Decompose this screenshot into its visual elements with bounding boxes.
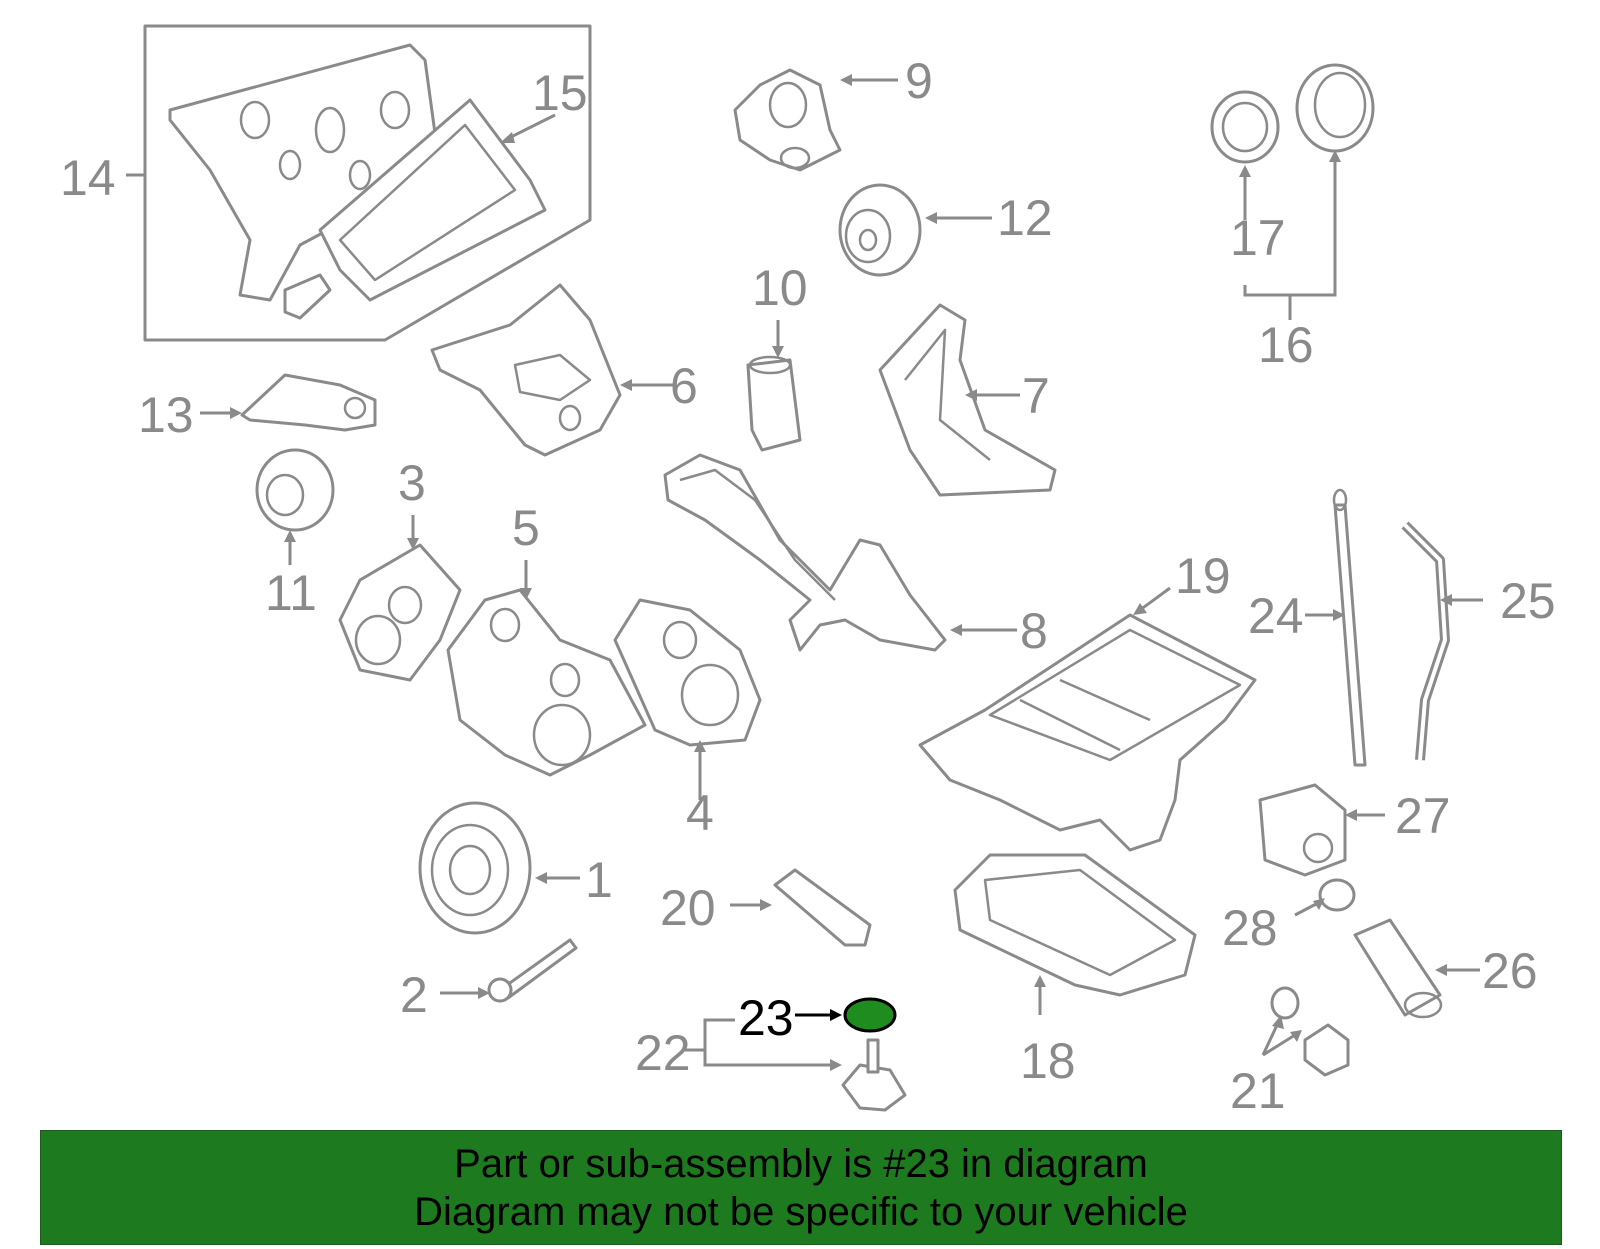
callout-13: 13 bbox=[138, 387, 194, 443]
part-22-drain-plug[interactable] bbox=[841, 1038, 907, 1112]
leader-lines bbox=[126, 74, 1483, 1071]
part-18-oil-pan-lower[interactable] bbox=[953, 853, 1197, 997]
callout-9: 9 bbox=[905, 53, 933, 109]
part-4-front-cover[interactable] bbox=[613, 598, 762, 747]
part-24-dipstick[interactable] bbox=[1332, 488, 1367, 767]
callout-20: 20 bbox=[660, 880, 716, 936]
callout-24: 24 bbox=[1248, 588, 1304, 644]
part-25-dipstick-tube[interactable] bbox=[1401, 521, 1450, 761]
part-23-drain-plug-washer[interactable] bbox=[843, 997, 897, 1033]
part-26-oil-filter[interactable] bbox=[1353, 918, 1443, 1019]
callout-2: 2 bbox=[400, 967, 428, 1023]
callout-3: 3 bbox=[398, 455, 426, 511]
callout-16: 16 bbox=[1258, 317, 1314, 373]
part-5-timing-cover-lower[interactable] bbox=[446, 588, 647, 777]
part-3-cam-sprocket-cover[interactable] bbox=[338, 543, 462, 682]
part-9-engine-mount[interactable] bbox=[733, 68, 842, 172]
callout-22: 22 bbox=[635, 1025, 691, 1081]
callout-4: 4 bbox=[686, 785, 714, 841]
part-10-tensioner[interactable] bbox=[746, 355, 802, 452]
callout-21: 21 bbox=[1230, 1063, 1286, 1119]
banner-line-1: Part or sub-assembly is #23 in diagram bbox=[454, 1141, 1148, 1186]
callout-23: 23 bbox=[738, 990, 794, 1046]
part-16-oil-filler-cap[interactable] bbox=[1295, 63, 1375, 153]
part-1-crankshaft-pulley[interactable] bbox=[418, 801, 532, 935]
callout-10: 10 bbox=[752, 260, 808, 316]
callout-8: 8 bbox=[1020, 603, 1048, 659]
info-banner: Part or sub-assembly is #23 in diagram D… bbox=[40, 1130, 1562, 1245]
callout-25: 25 bbox=[1500, 573, 1556, 629]
part-13-bracket[interactable] bbox=[240, 373, 377, 432]
callout-11: 11 bbox=[265, 565, 317, 621]
callout-1: 1 bbox=[585, 852, 613, 908]
callout-7: 7 bbox=[1022, 368, 1050, 424]
part-12-bushing[interactable] bbox=[838, 183, 922, 277]
callout-26: 26 bbox=[1482, 943, 1538, 999]
part-27-oil-filter-housing[interactable] bbox=[1258, 783, 1347, 877]
callout-18: 18 bbox=[1020, 1033, 1076, 1089]
callout-19: 19 bbox=[1175, 548, 1231, 604]
part-7-timing-guide[interactable] bbox=[878, 303, 1057, 497]
callout-17: 17 bbox=[1230, 210, 1286, 266]
part-28-seal[interactable] bbox=[1318, 878, 1356, 912]
part-15-valve-cover-gasket[interactable] bbox=[318, 98, 547, 302]
callout-5: 5 bbox=[512, 500, 540, 556]
part-8-timing-belt[interactable] bbox=[663, 453, 947, 652]
banner-line-2: Diagram may not be specific to your vehi… bbox=[414, 1189, 1188, 1234]
callout-12: 12 bbox=[997, 190, 1053, 246]
callout-labels: 14 15 9 12 17 16 10 6 7 13 3 11 5 8 19 2… bbox=[60, 53, 1556, 1119]
callout-14: 14 bbox=[60, 150, 116, 206]
callout-15: 15 bbox=[532, 65, 588, 121]
callout-27: 27 bbox=[1395, 788, 1451, 844]
part-21-drain-plug-set[interactable] bbox=[1270, 986, 1350, 1077]
part-2-pulley-bolt[interactable] bbox=[487, 938, 578, 1003]
part-17-seal[interactable] bbox=[1210, 90, 1280, 164]
part-6-timing-cover[interactable] bbox=[430, 283, 622, 457]
part-20-sealant-tube[interactable] bbox=[773, 868, 872, 947]
part-19-oil-pan[interactable] bbox=[918, 613, 1257, 852]
part-14-valve-cover-assembly[interactable] bbox=[143, 24, 592, 342]
callout-28: 28 bbox=[1222, 900, 1278, 956]
part-11-bushing[interactable] bbox=[255, 448, 335, 532]
callout-6: 6 bbox=[670, 358, 698, 414]
